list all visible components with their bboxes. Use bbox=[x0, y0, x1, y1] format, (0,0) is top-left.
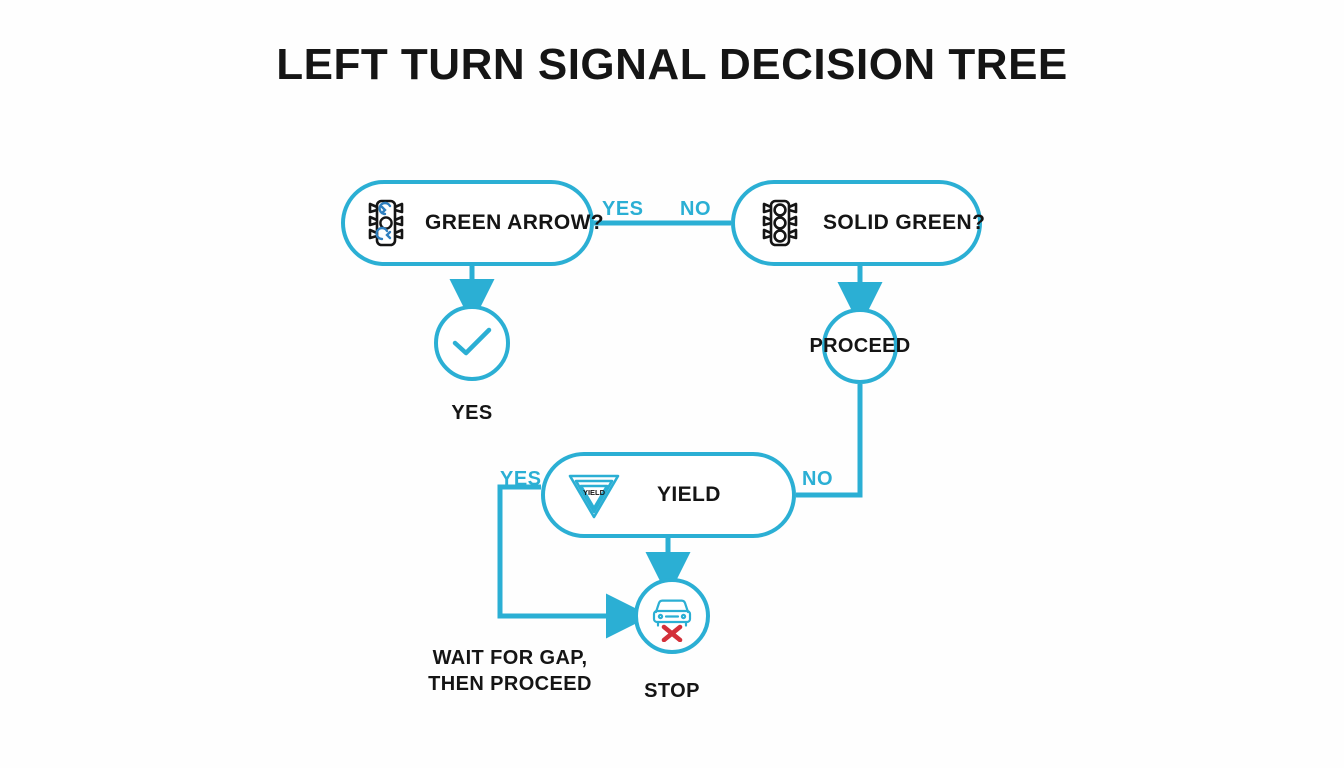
node-solid-green[interactable]: SOLID GREEN? bbox=[731, 180, 986, 266]
edge-label-yes-top: YES bbox=[602, 198, 644, 220]
caption-wait-line1: WAIT FOR GAP, bbox=[432, 647, 588, 669]
node-green-arrow-label: GREEN ARROW? bbox=[425, 211, 605, 234]
edge-yield-yes-to-stop bbox=[497, 484, 651, 639]
edge-label-yes-yield: YES bbox=[500, 468, 542, 490]
traffic-light-arrow-icon bbox=[365, 198, 407, 248]
node-green-arrow[interactable]: GREEN ARROW? bbox=[341, 180, 604, 266]
caption-wait-for-gap: WAIT FOR GAP, THEN PROCEED bbox=[420, 645, 600, 697]
caption-yes: YES bbox=[451, 402, 493, 424]
car-no-entry-icon bbox=[652, 599, 692, 642]
caption-wait-line2: THEN PROCEED bbox=[428, 673, 592, 695]
node-solid-green-label: SOLID GREEN? bbox=[823, 211, 986, 234]
check-icon bbox=[452, 327, 492, 356]
page-title: LEFT TURN SIGNAL DECISION TREE bbox=[276, 40, 1068, 89]
node-yield[interactable]: YIELD YIELD bbox=[541, 452, 796, 538]
yield-sign-icon: YIELD bbox=[565, 468, 623, 522]
node-yes-outcome[interactable] bbox=[434, 305, 510, 381]
node-stop-outcome[interactable] bbox=[634, 578, 710, 654]
node-proceed-label: PROCEED bbox=[809, 334, 911, 357]
node-proceed-outcome[interactable]: PROCEED bbox=[810, 308, 910, 384]
node-yield-label: YIELD bbox=[657, 483, 721, 506]
edge-label-no-yield: NO bbox=[802, 468, 833, 490]
caption-stop: STOP bbox=[644, 680, 700, 702]
yield-icon-text: YIELD bbox=[583, 488, 606, 497]
traffic-light-icon bbox=[759, 198, 801, 248]
edge-proceed-to-yield bbox=[796, 384, 863, 498]
edge-label-no-top: NO bbox=[680, 198, 711, 220]
